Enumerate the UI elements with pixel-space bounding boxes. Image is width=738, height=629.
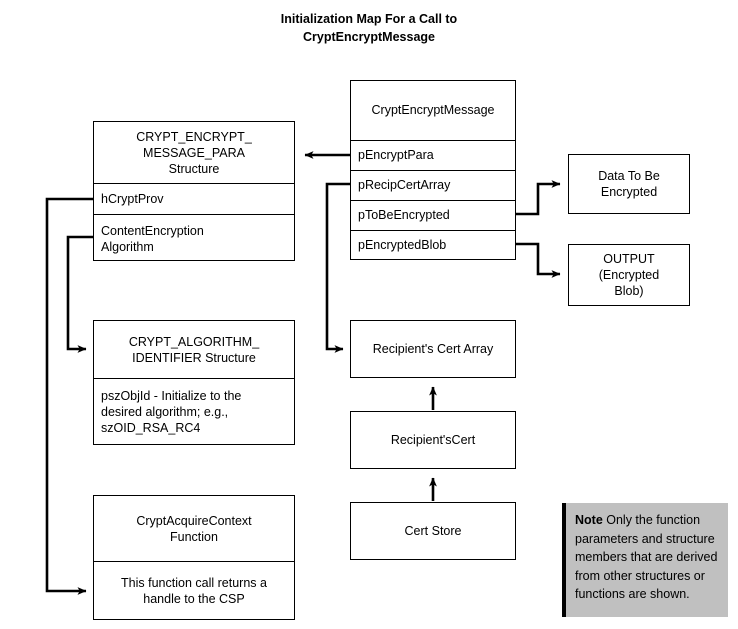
function-param-precipcertarray[interactable]: pRecipCertArray [351, 169, 515, 200]
output-line-3: Blob) [614, 284, 644, 298]
wire-hcryptprov [45, 197, 93, 595]
function-header: CryptEncryptMessage [371, 103, 495, 118]
acquire-context-header-line-1: CryptAcquireContext [136, 513, 252, 528]
algorithm-identifier-header-line-1: CRYPT_ALGORITHM_ [128, 334, 260, 349]
recipient-cert-array-box[interactable]: Recipient's Cert Array [350, 320, 516, 378]
crypt-algorithm-identifier-structure-box[interactable]: CRYPT_ALGORITHM_ IDENTIFIER Structure ps… [93, 320, 295, 445]
note-box: Note Only the function parameters and st… [562, 503, 728, 617]
wire-content-encryption-algorithm [66, 235, 93, 353]
data-to-be-encrypted-box[interactable]: Data To Be Encrypted [568, 154, 690, 214]
title-line-2: CryptEncryptMessage [303, 30, 435, 44]
acquire-context-header-line-2: Function [170, 529, 218, 544]
acquire-context-body-line-2: handle to the CSP [143, 591, 245, 606]
note-text: Only the function parameters and structu… [575, 513, 718, 601]
content-encryption-line-2: Algorithm [101, 239, 154, 254]
acquire-context-header: CryptAcquireContext Function [94, 496, 294, 561]
data-to-be-encrypted-line-2: Encrypted [600, 185, 658, 199]
recipient-cert-array-label: Recipient's Cert Array [372, 342, 494, 356]
cert-store-label: Cert Store [404, 524, 462, 538]
wire-encrypted-blob [516, 242, 561, 278]
acquire-context-body: This function call returns a handle to t… [94, 561, 294, 619]
crypt-acquire-context-function-box[interactable]: CryptAcquireContext Function This functi… [93, 495, 295, 620]
algorithm-identifier-header: CRYPT_ALGORITHM_ IDENTIFIER Structure [94, 321, 294, 378]
output-line-1: OUTPUT [603, 252, 655, 266]
crypt-encrypt-message-para-structure-box[interactable]: CRYPT_ENCRYPT_ MESSAGE_PARA Structure hC… [93, 121, 295, 261]
note-bold-label: Note [575, 513, 603, 527]
encrypt-para-header-line-2: MESSAGE_PARA [143, 145, 245, 160]
encrypt-para-header-line-1: CRYPT_ENCRYPT_ [136, 129, 252, 144]
encrypt-para-member-hcryptprov[interactable]: hCryptProv [94, 183, 294, 214]
crypt-encrypt-message-function-box[interactable]: CryptEncryptMessage pEncryptPara pRecipC… [350, 80, 516, 260]
encrypt-para-member-content-encryption-algorithm[interactable]: ContentEncryption Algorithm [94, 214, 294, 262]
algorithm-identifier-header-line-2: IDENTIFIER Structure [132, 350, 256, 365]
algorithm-identifier-body-line-2: desired algorithm; e.g., [101, 404, 229, 419]
recipient-cert-box[interactable]: Recipient'sCert [350, 411, 516, 469]
wire-to-be-encrypted [516, 180, 561, 216]
recipient-cert-label: Recipient'sCert [390, 433, 476, 447]
encrypt-para-header-line-3: Structure [168, 161, 220, 176]
output-encrypted-blob-box[interactable]: OUTPUT (Encrypted Blob) [568, 244, 690, 306]
function-param-ptobeencrypted[interactable]: pToBeEncrypted [351, 199, 515, 230]
title-line-1: Initialization Map For a Call to [280, 12, 458, 26]
output-label: OUTPUT (Encrypted Blob) [569, 245, 689, 305]
page-title: Initialization Map For a Call to CryptEn… [0, 10, 738, 46]
function-param-pencryptpara[interactable]: pEncryptPara [351, 139, 515, 170]
function-param-pencryptedblob[interactable]: pEncryptedBlob [351, 229, 515, 260]
acquire-context-body-line-1: This function call returns a [121, 575, 267, 590]
algorithm-identifier-body: pszObjId - Initialize to the desired alg… [94, 378, 294, 444]
algorithm-identifier-body-line-3: szOID_RSA_RC4 [101, 420, 201, 435]
cert-store-box[interactable]: Cert Store [350, 502, 516, 560]
algorithm-identifier-body-line-1: pszObjId - Initialize to the [101, 388, 242, 403]
output-line-2: (Encrypted [598, 268, 660, 282]
data-to-be-encrypted-label: Data To Be Encrypted [569, 155, 689, 213]
encrypt-para-header: CRYPT_ENCRYPT_ MESSAGE_PARA Structure [94, 122, 294, 183]
content-encryption-line-1: ContentEncryption [101, 223, 204, 238]
data-to-be-encrypted-line-1: Data To Be [598, 169, 660, 183]
wire-recip-cert-array [325, 182, 350, 353]
